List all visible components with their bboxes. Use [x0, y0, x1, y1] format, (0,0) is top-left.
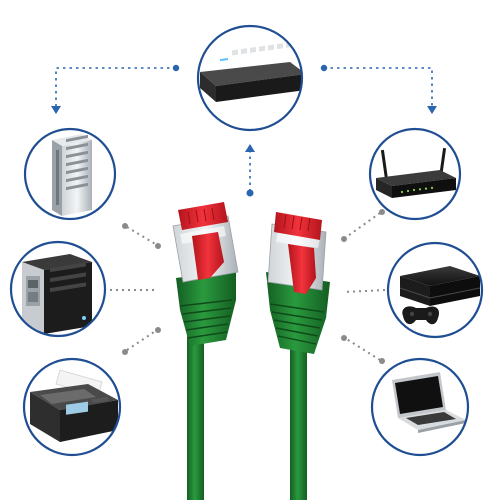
console-icon	[399, 266, 481, 325]
connector-dot	[122, 349, 128, 355]
top-connectors	[55, 67, 433, 190]
connector-dot	[155, 243, 161, 249]
gamepad-icon	[402, 306, 440, 325]
pc-circle-border	[9, 240, 107, 338]
cable-boot	[266, 272, 330, 354]
connector-cable-to-laptop	[344, 337, 381, 361]
ethernet-cable-right	[266, 212, 330, 500]
side-connectors	[110, 212, 386, 361]
arrow-head-icon	[245, 144, 255, 152]
server-node	[23, 127, 117, 221]
connector-dot	[122, 223, 128, 229]
printer-node	[22, 357, 122, 457]
pc-node	[9, 240, 107, 338]
switch-circle-border	[196, 24, 304, 132]
connector-dot	[320, 64, 328, 72]
connector-dot	[172, 64, 180, 72]
printer-icon	[30, 369, 118, 442]
cable-wire	[290, 336, 307, 500]
cable-wire	[187, 330, 204, 500]
switch-node	[196, 24, 304, 132]
server-icon	[52, 134, 92, 216]
pc-tower-icon	[22, 254, 92, 334]
connector-cable-to-printer	[126, 329, 158, 351]
switch-icon	[200, 40, 302, 102]
laptop-circle-border	[370, 357, 470, 457]
arrow-head-icon	[427, 106, 437, 114]
connector-dot	[246, 189, 254, 197]
cable-boot	[176, 270, 236, 346]
ethernet-cable-left	[172, 202, 239, 500]
top-connector-markers	[51, 64, 437, 197]
arrow-head-icon	[51, 106, 61, 114]
laptop-icon	[392, 372, 466, 433]
connector-dot	[341, 335, 347, 341]
connector-dot	[379, 209, 385, 215]
laptop-node	[370, 357, 470, 457]
connector-cable-to-console	[344, 289, 386, 293]
connector-cable-to-server	[126, 226, 158, 246]
side-connector-dots	[122, 209, 385, 364]
router-icon	[376, 148, 456, 198]
router-node	[368, 127, 462, 221]
console-node	[386, 241, 484, 339]
connector-cable-to-router	[344, 212, 381, 239]
connector-dot	[379, 358, 385, 364]
printer-circle-border	[22, 357, 122, 457]
connector-dot	[155, 327, 161, 333]
connector-latch	[178, 202, 228, 230]
connector-dot	[341, 236, 347, 242]
server-circle-border	[23, 127, 117, 221]
connector-switch-to-server	[55, 67, 176, 108]
console-circle-border	[386, 241, 484, 339]
connector-switch-to-router	[324, 67, 433, 108]
router-circle-border	[368, 127, 462, 221]
